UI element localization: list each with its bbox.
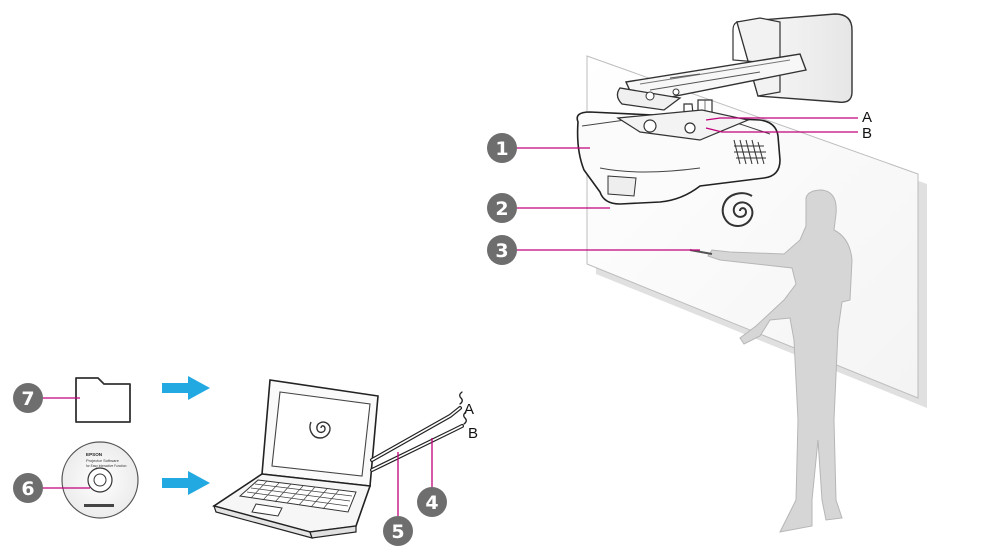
svg-text:1: 1: [495, 138, 508, 160]
interactive-pen-icon: [689, 249, 713, 255]
laptop-cable-label-b: B: [468, 425, 478, 442]
software-cd: EPSON Projector Software for Easy Intera…: [61, 441, 139, 519]
cd-brand: EPSON: [86, 452, 103, 457]
projector-cable-label-a: A: [862, 109, 872, 126]
svg-text:5: 5: [391, 521, 404, 543]
projected-spiral-icon: [721, 192, 754, 228]
folder-icon: [75, 377, 131, 423]
laptop-cables: [370, 391, 467, 472]
cd-title: Projector Software: [86, 458, 120, 463]
callout-2: 2: [487, 193, 517, 223]
cd-subtitle: for Easy Interactive Function: [86, 464, 127, 468]
callout-3: 3: [487, 235, 517, 265]
laptop-screen-spiral-icon: [309, 421, 331, 439]
projector: [576, 109, 781, 205]
projector-cable-label-b: B: [862, 125, 872, 142]
laptop-touchpad: [251, 503, 283, 517]
svg-text:7: 7: [21, 388, 34, 410]
arrow-cd-to-laptop-icon: [162, 471, 210, 495]
projector-cable-leaders: [705, 117, 858, 133]
laptop-computer: [212, 379, 379, 539]
callout-4: 4: [417, 487, 447, 517]
callout-5: 5: [383, 516, 413, 546]
svg-text:2: 2: [495, 198, 508, 220]
arrow-folder-to-laptop-icon: [162, 376, 210, 400]
callout-6: 6: [13, 473, 43, 503]
wall-screen: [586, 55, 927, 408]
callout-7: 7: [13, 383, 43, 413]
presenter-figure: [689, 189, 853, 533]
laptop-cable-label-a: A: [464, 401, 474, 418]
callout-1: 1: [487, 133, 517, 163]
svg-text:4: 4: [425, 492, 438, 514]
svg-text:3: 3: [495, 240, 508, 262]
svg-text:6: 6: [21, 478, 34, 500]
